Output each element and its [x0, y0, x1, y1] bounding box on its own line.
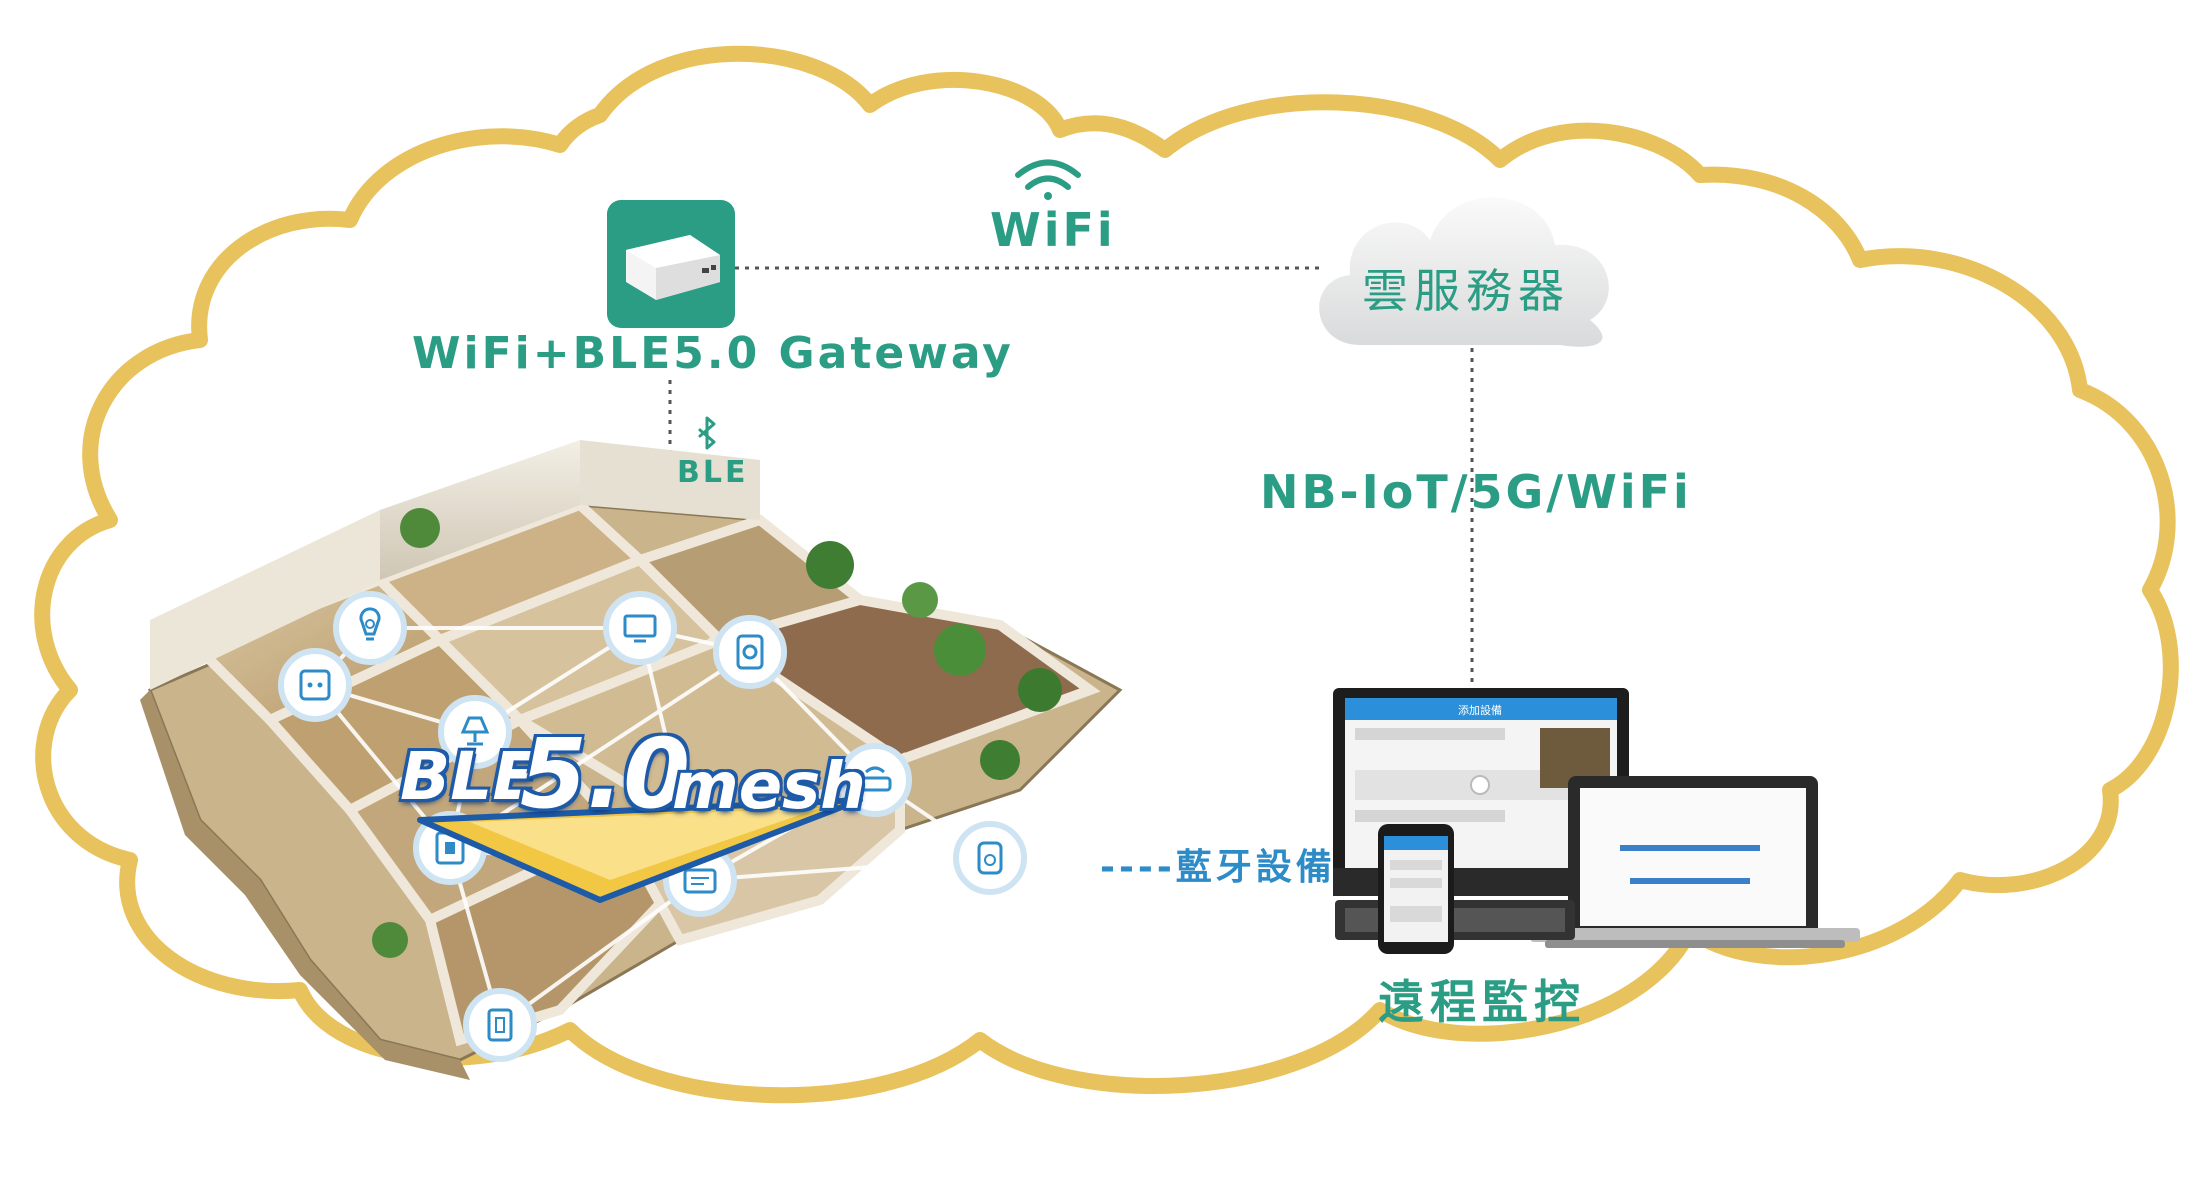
bluetooth-devices-label: ----藍牙設備: [1100, 847, 1336, 888]
device-node-lamp: [438, 695, 512, 769]
device-node-camera: [713, 615, 787, 689]
wifi-label: WiFi: [990, 203, 1116, 257]
mesh-title-version: 5.0: [520, 718, 691, 830]
wifi-icon: [1015, 159, 1081, 200]
network-label: NB-IoT/5G/WiFi: [1260, 465, 1692, 519]
device-node-socket: [278, 648, 352, 722]
keyboard-illustration: [1335, 900, 1575, 940]
device-node-monitor: [603, 591, 677, 665]
cloud-server-label: 雲服務器: [1362, 264, 1570, 318]
gateway-device-icon: [607, 200, 735, 328]
device-node-switch-2: [463, 988, 537, 1062]
monitor-screen-title: 添加設備: [1458, 704, 1502, 717]
ble-label: BLE: [677, 455, 749, 490]
gateway-label: WiFi+BLE5.0 Gateway: [412, 328, 1014, 379]
device-node-light: [333, 591, 407, 665]
laptop-illustration: [1530, 776, 1860, 948]
device-node-router: [838, 743, 912, 817]
mesh-title-ble: BLE: [400, 738, 538, 815]
device-node-sensor: [953, 821, 1027, 895]
phone-illustration: [1378, 824, 1454, 954]
bluetooth-icon: [698, 416, 716, 450]
remote-monitoring-label: 遠程監控: [1378, 975, 1586, 1029]
mesh-title-suffix: mesh: [672, 750, 866, 824]
cloud-icon: [1319, 197, 1609, 347]
